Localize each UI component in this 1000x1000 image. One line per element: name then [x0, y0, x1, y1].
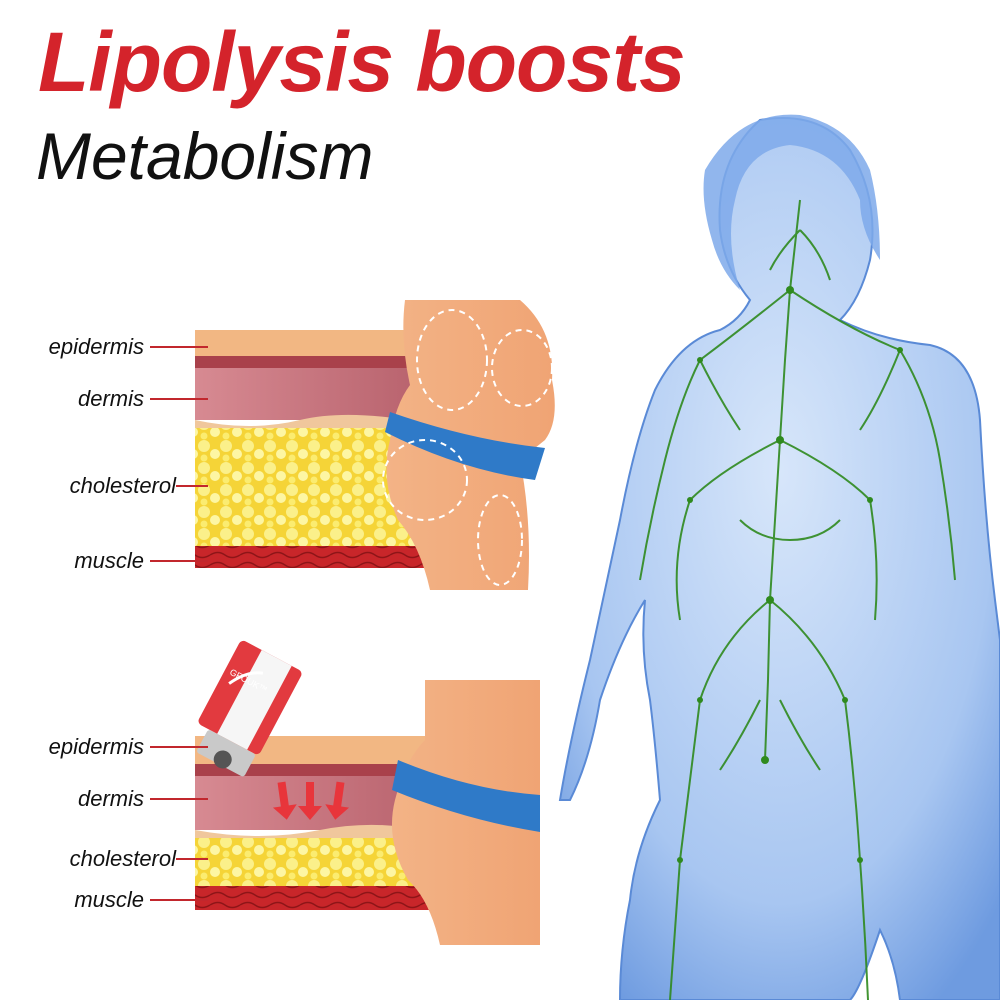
- label-epidermis: epidermis: [48, 734, 144, 759]
- cream-tube: [197, 640, 302, 777]
- down-arrows: [272, 781, 350, 820]
- title-line-2: Metabolism: [36, 119, 374, 193]
- label-cholesterol: cholesterol: [69, 846, 176, 871]
- leader-line: [150, 798, 208, 800]
- hip-silhouette-after: [391, 680, 540, 945]
- leader-line: [150, 899, 208, 901]
- skin-cross-section-before: [195, 330, 430, 568]
- leader-line: [150, 346, 208, 348]
- label-dermis: dermis: [77, 786, 144, 811]
- leader-line: [150, 746, 208, 748]
- label-muscle: muscle: [74, 548, 144, 573]
- hip-silhouette-before: [382, 300, 555, 590]
- title-line-1: Lipolysis boosts: [38, 15, 686, 109]
- label-muscle: muscle: [74, 887, 144, 912]
- body-figure-with-lymph: [558, 114, 1000, 1000]
- leader-line: [176, 858, 208, 860]
- leader-line: [176, 485, 208, 487]
- leader-line: [150, 560, 208, 562]
- label-cholesterol: cholesterol: [69, 473, 176, 498]
- label-dermis: dermis: [77, 386, 144, 411]
- label-epidermis: epidermis: [48, 334, 144, 359]
- leader-line: [150, 398, 208, 400]
